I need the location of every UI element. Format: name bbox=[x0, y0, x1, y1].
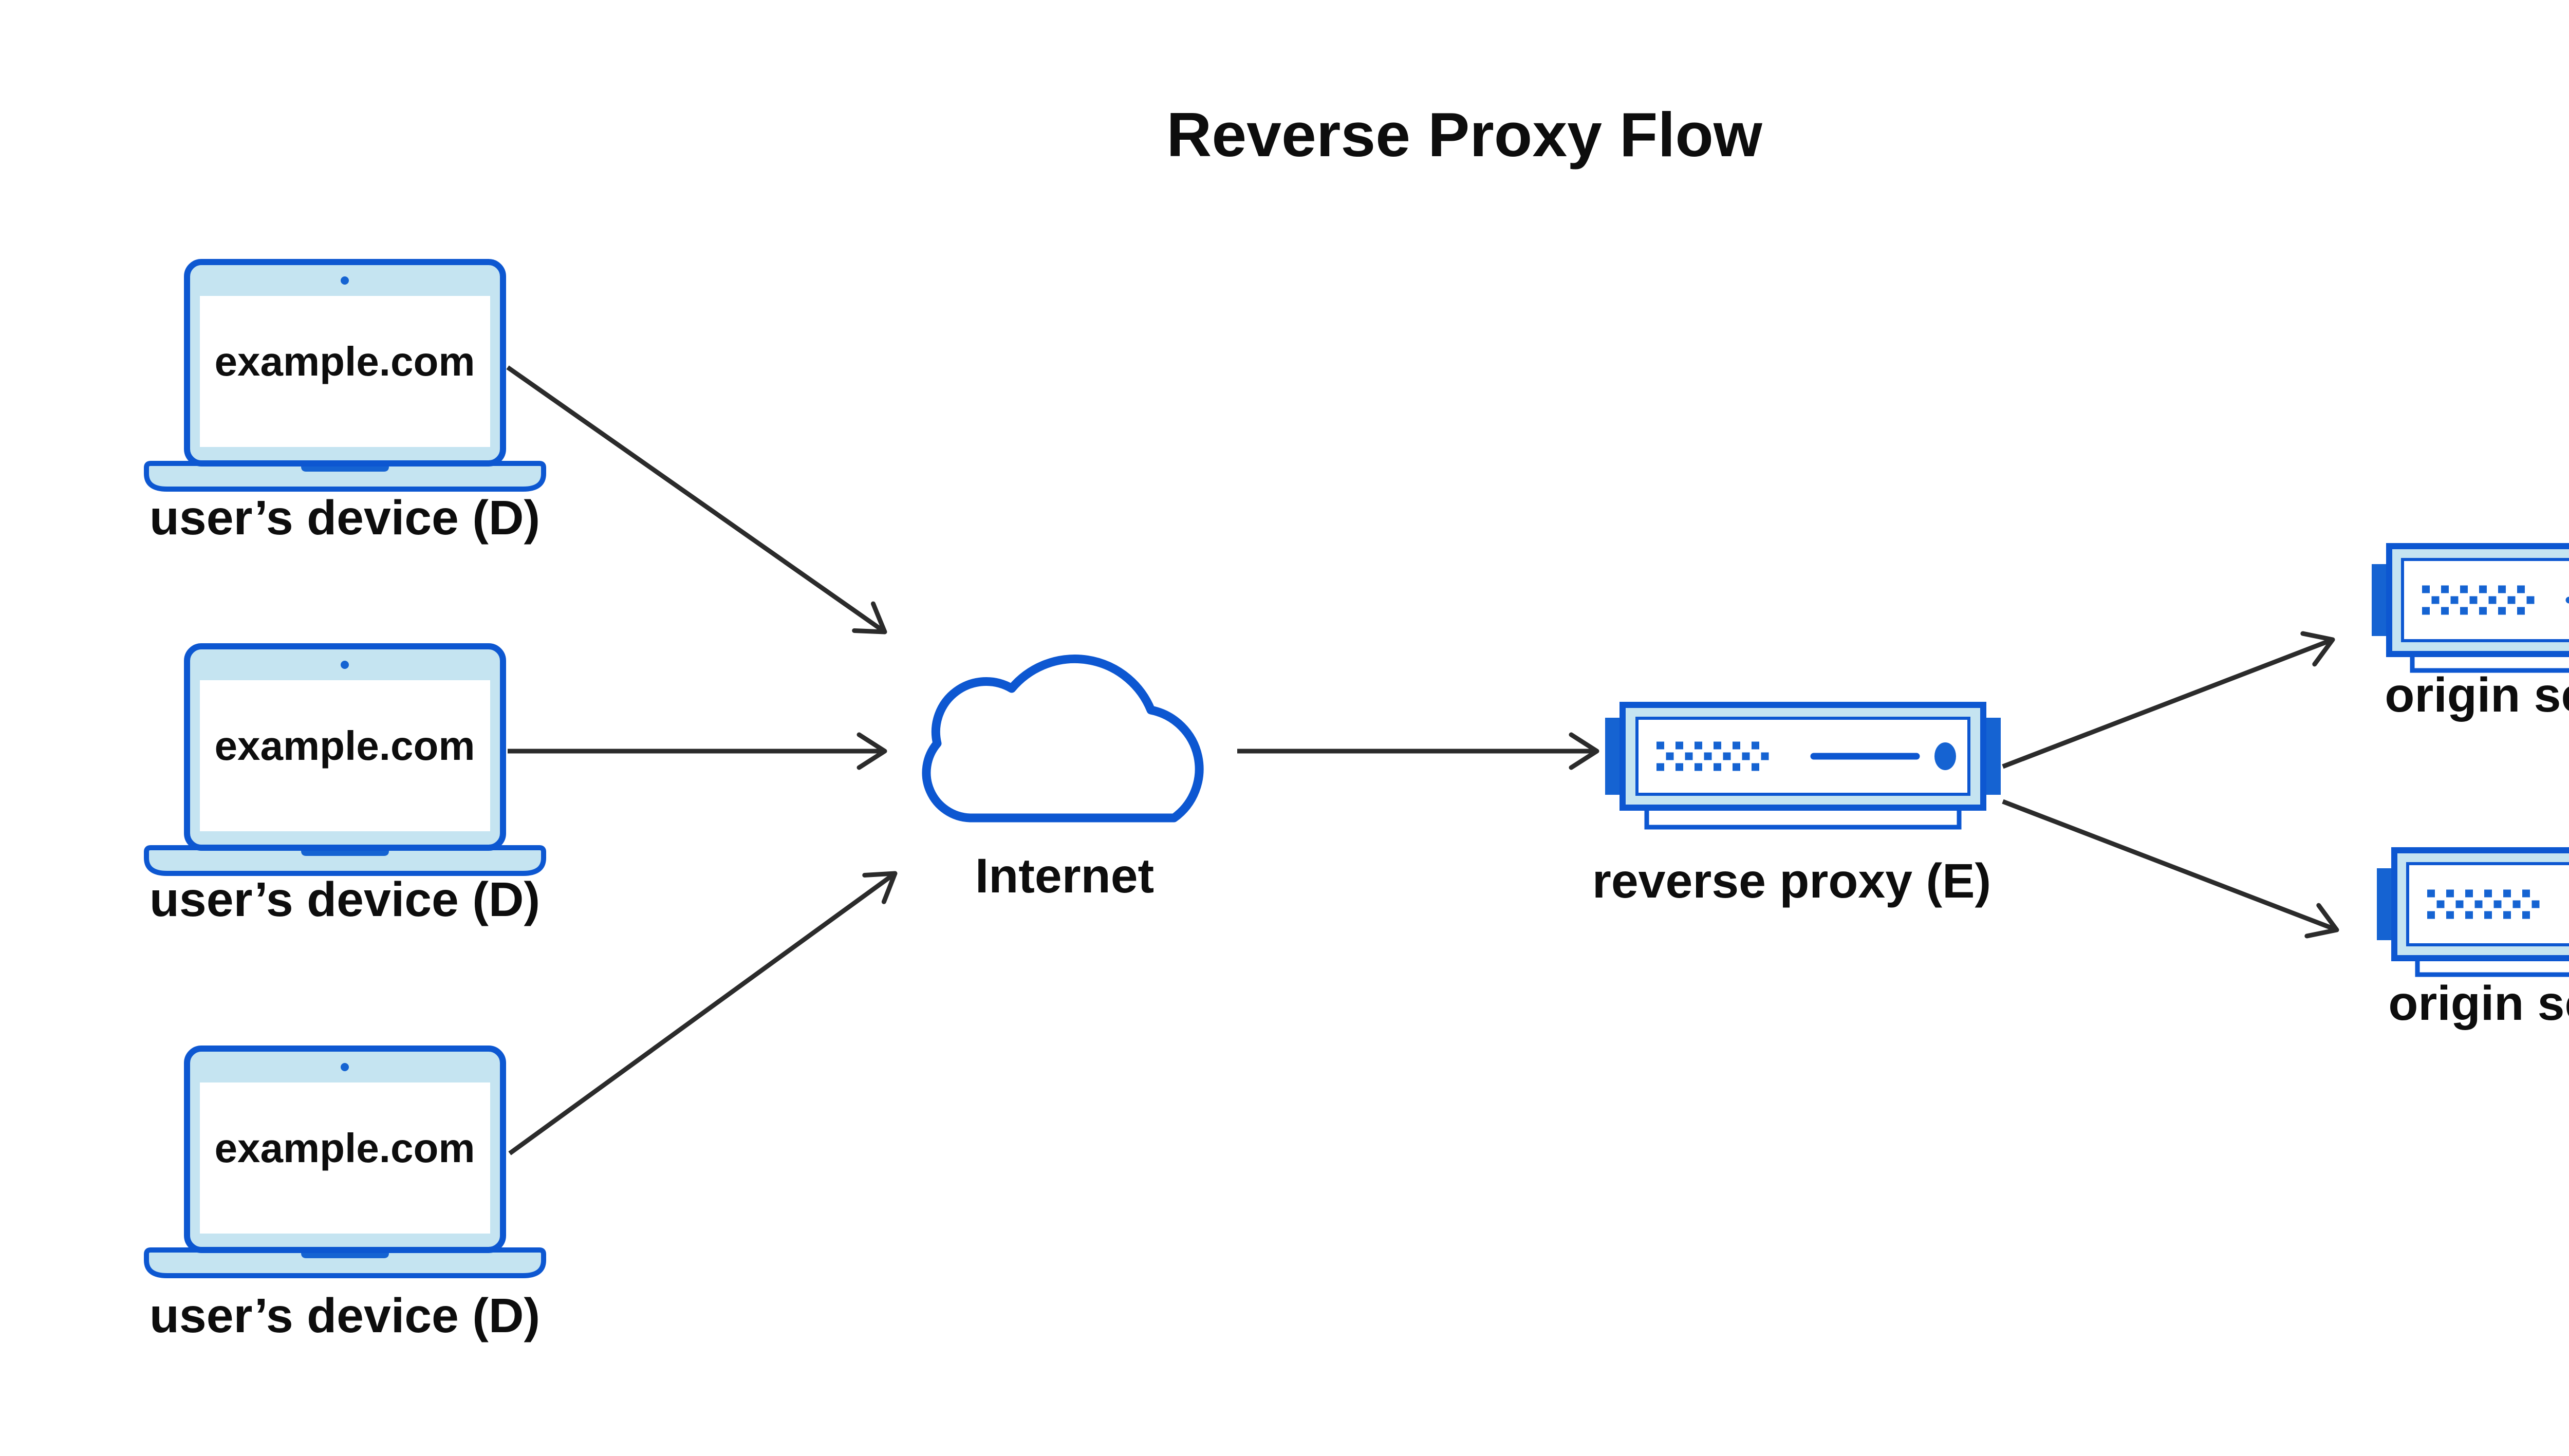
dot-matrix-square bbox=[2446, 911, 2454, 919]
dot-matrix-square bbox=[2427, 889, 2435, 898]
dot-matrix-square bbox=[1733, 741, 1740, 750]
dot-matrix-square bbox=[2531, 900, 2540, 908]
laptop-screen bbox=[200, 1082, 490, 1234]
dot-matrix-square bbox=[2469, 596, 2478, 604]
dot-matrix-square bbox=[2479, 607, 2487, 615]
dot-matrix-square bbox=[2522, 889, 2530, 898]
dot-matrix-square bbox=[2526, 596, 2535, 604]
dot-matrix-square bbox=[2474, 900, 2483, 908]
screen-url: example.com bbox=[215, 339, 475, 384]
dot-matrix-square bbox=[2446, 889, 2454, 898]
dot-matrix-square bbox=[2484, 889, 2492, 898]
page-title: Reverse Proxy Flow bbox=[1166, 100, 1763, 170]
server-faceplate bbox=[2406, 862, 2569, 946]
laptop-icon: example.com bbox=[144, 1046, 546, 1278]
camera-icon bbox=[341, 276, 349, 285]
origin-server-1-node: origin server (F) bbox=[2372, 543, 2569, 722]
internet-node: Internet bbox=[922, 655, 1204, 903]
dot-matrix-square bbox=[2465, 911, 2473, 919]
dot-matrix-square bbox=[1656, 763, 1664, 771]
arrow-proxy-to-origin2 bbox=[2002, 799, 2339, 939]
dot-matrix-icon bbox=[1656, 741, 1769, 771]
laptop-screen bbox=[200, 296, 490, 447]
dot-matrix-square bbox=[1742, 752, 1750, 760]
device-label: user’s device (D) bbox=[150, 1289, 540, 1343]
dot-matrix-square bbox=[2427, 911, 2435, 919]
dot-matrix-square bbox=[2517, 607, 2525, 615]
internet-label: Internet bbox=[975, 849, 1154, 903]
server-power-dot bbox=[1934, 742, 1956, 770]
dot-matrix-square bbox=[2503, 889, 2511, 898]
dot-matrix-square bbox=[1676, 741, 1683, 750]
camera-icon bbox=[341, 661, 349, 669]
dot-matrix-icon bbox=[2427, 889, 2540, 919]
dot-matrix-square bbox=[2517, 585, 2525, 593]
laptop-icon: example.com bbox=[144, 259, 546, 492]
dot-matrix-square bbox=[1714, 763, 1721, 771]
arrow-proxy-to-origin1 bbox=[2002, 631, 2335, 769]
screen-url: example.com bbox=[215, 1125, 475, 1171]
dot-matrix-square bbox=[1714, 741, 1721, 750]
dot-matrix-square bbox=[1695, 763, 1702, 771]
camera-icon bbox=[341, 1063, 349, 1071]
dot-matrix-square bbox=[2479, 585, 2487, 593]
cloud-icon bbox=[922, 655, 1204, 823]
user-device-3: example.com user’s device (D) bbox=[144, 1046, 546, 1343]
dot-matrix-square bbox=[2460, 607, 2468, 615]
dot-matrix-square bbox=[1695, 741, 1702, 750]
origin-server-label: origin server (F) bbox=[2388, 976, 2569, 1031]
dot-matrix-square bbox=[2507, 596, 2516, 604]
server-faceplate bbox=[2401, 558, 2569, 642]
dot-matrix-square bbox=[2460, 585, 2468, 593]
dot-matrix-square bbox=[1723, 752, 1731, 760]
laptop-icon: example.com bbox=[144, 643, 546, 876]
arrow-device1-to-internet bbox=[506, 365, 887, 634]
laptop-screen bbox=[200, 680, 490, 831]
screen-url: example.com bbox=[215, 723, 475, 769]
dot-matrix-square bbox=[2522, 911, 2530, 919]
dot-matrix-square bbox=[2465, 889, 2473, 898]
dot-matrix-square bbox=[2441, 585, 2449, 593]
dot-matrix-square bbox=[2503, 911, 2511, 919]
dot-matrix-square bbox=[2498, 585, 2506, 593]
dot-matrix-square bbox=[2441, 607, 2449, 615]
reverse-proxy-label: reverse proxy (E) bbox=[1592, 854, 1991, 908]
laptop-base bbox=[144, 845, 546, 876]
dot-matrix-square bbox=[1685, 752, 1693, 760]
dot-matrix-icon bbox=[2422, 585, 2535, 615]
dot-matrix-square bbox=[2431, 596, 2440, 604]
reverse-proxy-node: reverse proxy (E) bbox=[1592, 702, 2001, 908]
dot-matrix-square bbox=[1666, 752, 1674, 760]
dot-matrix-square bbox=[1752, 763, 1759, 771]
device-label: user’s device (D) bbox=[150, 491, 540, 545]
dot-matrix-square bbox=[1733, 763, 1740, 771]
dot-matrix-square bbox=[1656, 741, 1664, 750]
dot-matrix-square bbox=[2455, 900, 2464, 908]
dot-matrix-square bbox=[2436, 900, 2445, 908]
dot-matrix-square bbox=[2493, 900, 2502, 908]
dot-matrix-square bbox=[2422, 585, 2430, 593]
dot-matrix-square bbox=[2498, 607, 2506, 615]
arrow-device3-to-internet bbox=[508, 871, 898, 1155]
dot-matrix-square bbox=[2450, 596, 2459, 604]
device-label: user’s device (D) bbox=[150, 872, 540, 927]
dot-matrix-square bbox=[1704, 752, 1712, 760]
dot-matrix-square bbox=[1761, 752, 1769, 760]
laptop-base bbox=[144, 1247, 546, 1278]
flow-arrows bbox=[506, 365, 2339, 1155]
dot-matrix-square bbox=[1752, 741, 1759, 750]
user-device-2: example.com user’s device (D) bbox=[144, 643, 546, 927]
dot-matrix-square bbox=[2422, 607, 2430, 615]
origin-server-2-node: origin server (F) bbox=[2377, 847, 2569, 1031]
dot-matrix-square bbox=[2484, 911, 2492, 919]
dot-matrix-square bbox=[2488, 596, 2497, 604]
dot-matrix-square bbox=[1676, 763, 1683, 771]
laptop-base bbox=[144, 461, 546, 492]
origin-server-label: origin server (F) bbox=[2385, 668, 2569, 722]
dot-matrix-square bbox=[2512, 900, 2521, 908]
user-device-1: example.com user’s device (D) bbox=[144, 259, 546, 545]
